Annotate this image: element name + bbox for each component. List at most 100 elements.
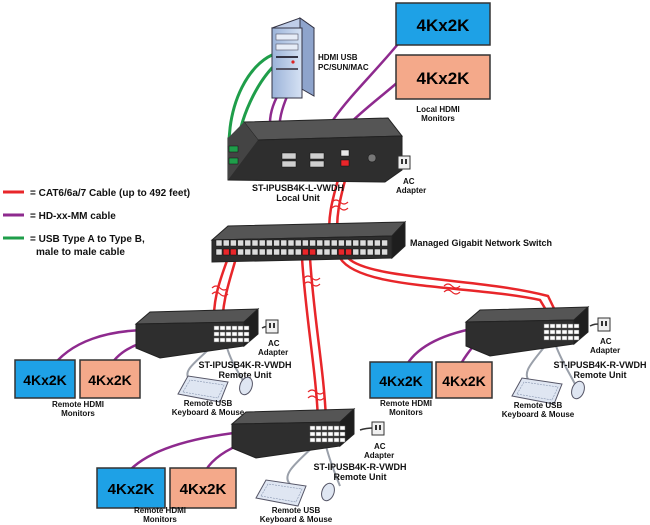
remote-monitors-caption: Remote HDMI [134, 506, 186, 515]
cable-break-marks [211, 199, 461, 401]
ac-adapter-remote-2 [597, 317, 611, 332]
local-monitors-caption-2: Monitors [421, 114, 455, 123]
ac-adapter-local [397, 155, 411, 170]
remote-monitor-2a: 4Kx2K [369, 361, 433, 399]
kbm-caption-2: Keyboard & Mouse [172, 408, 245, 417]
switch-port [381, 239, 388, 247]
mouse-icon [318, 480, 338, 504]
monitor-text: 4Kx2K [379, 373, 423, 389]
remote-unit-ports [327, 425, 346, 443]
kbm-caption-2: Keyboard & Mouse [260, 515, 333, 524]
switch-port [258, 248, 266, 256]
switch-port [316, 239, 324, 247]
remote-monitor-3a: 4Kx2K [96, 467, 166, 509]
remote-monitor-3b: 4Kx2K [169, 467, 237, 509]
pc-label: HDMI USB [318, 53, 358, 62]
switch-port [309, 239, 316, 247]
switch-port [237, 248, 244, 256]
kbm-caption-2: Keyboard & Mouse [502, 410, 575, 419]
remote-unit-label: ST-IPUSB4K-R-VWDH [198, 360, 291, 370]
ac-adapter-label: AC [374, 442, 386, 451]
switch-port [280, 239, 288, 247]
remote-monitor-1b: 4Kx2K [79, 359, 141, 399]
switch-port [345, 239, 352, 247]
switch-port [338, 239, 345, 247]
switch-port [230, 239, 237, 247]
network-switch [210, 220, 407, 263]
switch-port [366, 248, 374, 256]
remote-unit-ports [561, 323, 580, 341]
remote-unit-1 [134, 307, 260, 359]
legend-label-cat6: = CAT6/6a/7 Cable (up to 492 feet) [30, 188, 190, 199]
switch-port [273, 248, 280, 256]
switch-port [338, 248, 345, 256]
remote-unit-ports [543, 323, 562, 341]
ac-adapter-label: AC [600, 337, 612, 346]
switch-port [330, 239, 338, 247]
switch-port [345, 248, 352, 256]
remote-monitors-caption-2: Monitors [389, 408, 423, 417]
switch-port [222, 239, 230, 247]
switch-port [215, 239, 223, 247]
remote-unit-label: ST-IPUSB4K-R-VWDH [313, 462, 406, 472]
legend-label-usb-2: male to male cable [36, 247, 125, 258]
monitor-text: 4Kx2K [108, 481, 155, 498]
switch-port [251, 248, 259, 256]
ac-adapter-remote-1 [265, 319, 279, 334]
switch-port [381, 248, 388, 256]
remote-monitors-caption: Remote HDMI [52, 400, 104, 409]
monitor-text: 4Kx2K [442, 373, 486, 389]
local-unit-label: ST-IPUSB4K-L-VWDH [252, 183, 344, 193]
switch-port [323, 248, 331, 256]
usb-cable [227, 53, 273, 151]
ac-adapter-label-2: Adapter [590, 346, 620, 355]
switch-port [323, 239, 331, 247]
switch-port [302, 248, 309, 256]
monitor-text: 4Kx2K [23, 372, 67, 388]
local-unit-label-2: Local Unit [276, 193, 320, 203]
remote-monitors-caption-2: Monitors [143, 515, 177, 524]
switch-port [374, 239, 381, 247]
cat6-cable [338, 257, 557, 326]
switch-port [374, 248, 381, 256]
switch-port [215, 248, 223, 256]
pc-label-line2: PC/SUN/MAC [318, 63, 369, 72]
remote-unit-label-2: Remote Unit [573, 370, 626, 380]
switch-port [237, 239, 244, 247]
legend-label-usb: = USB Type A to Type B, [30, 234, 145, 245]
switch-port [230, 248, 237, 256]
mouse-icon [568, 378, 588, 402]
local-unit [227, 117, 404, 183]
switch-port [309, 248, 316, 256]
kbm-caption: Remote USB [514, 401, 563, 410]
switch-port [352, 239, 360, 247]
switch-port [266, 248, 273, 256]
kbm-cable [325, 445, 341, 487]
switch-port [294, 239, 302, 247]
switch-port [302, 239, 309, 247]
hdmi-cable [129, 430, 243, 471]
switch-port [352, 248, 360, 256]
monitor-text: 4Kx2K [180, 481, 227, 498]
switch-label: Managed Gigabit Network Switch [410, 238, 552, 248]
switch-port [359, 248, 367, 256]
remote-unit-label-2: Remote Unit [218, 370, 271, 380]
switch-port [244, 248, 252, 256]
ac-adapter-label: AC [403, 177, 415, 186]
cat6-cable [347, 257, 564, 326]
switch-port [266, 239, 273, 247]
switch-port [294, 248, 302, 256]
switch-port [330, 248, 338, 256]
ac-adapter-remote-3 [371, 421, 385, 436]
local-monitor-2: 4Kx2K [395, 54, 491, 100]
remote-unit-ports [309, 425, 328, 443]
monitor-text: 4Kx2K [417, 69, 471, 88]
switch-port [258, 239, 266, 247]
switch-port [273, 239, 280, 247]
legend: = CAT6/6a/7 Cable (up to 492 feet) = HD-… [3, 188, 190, 258]
kbm-cable [555, 345, 577, 387]
switch-port [280, 248, 288, 256]
monitor-text: 4Kx2K [88, 372, 132, 388]
remote-monitor-2b: 4Kx2K [435, 361, 493, 399]
